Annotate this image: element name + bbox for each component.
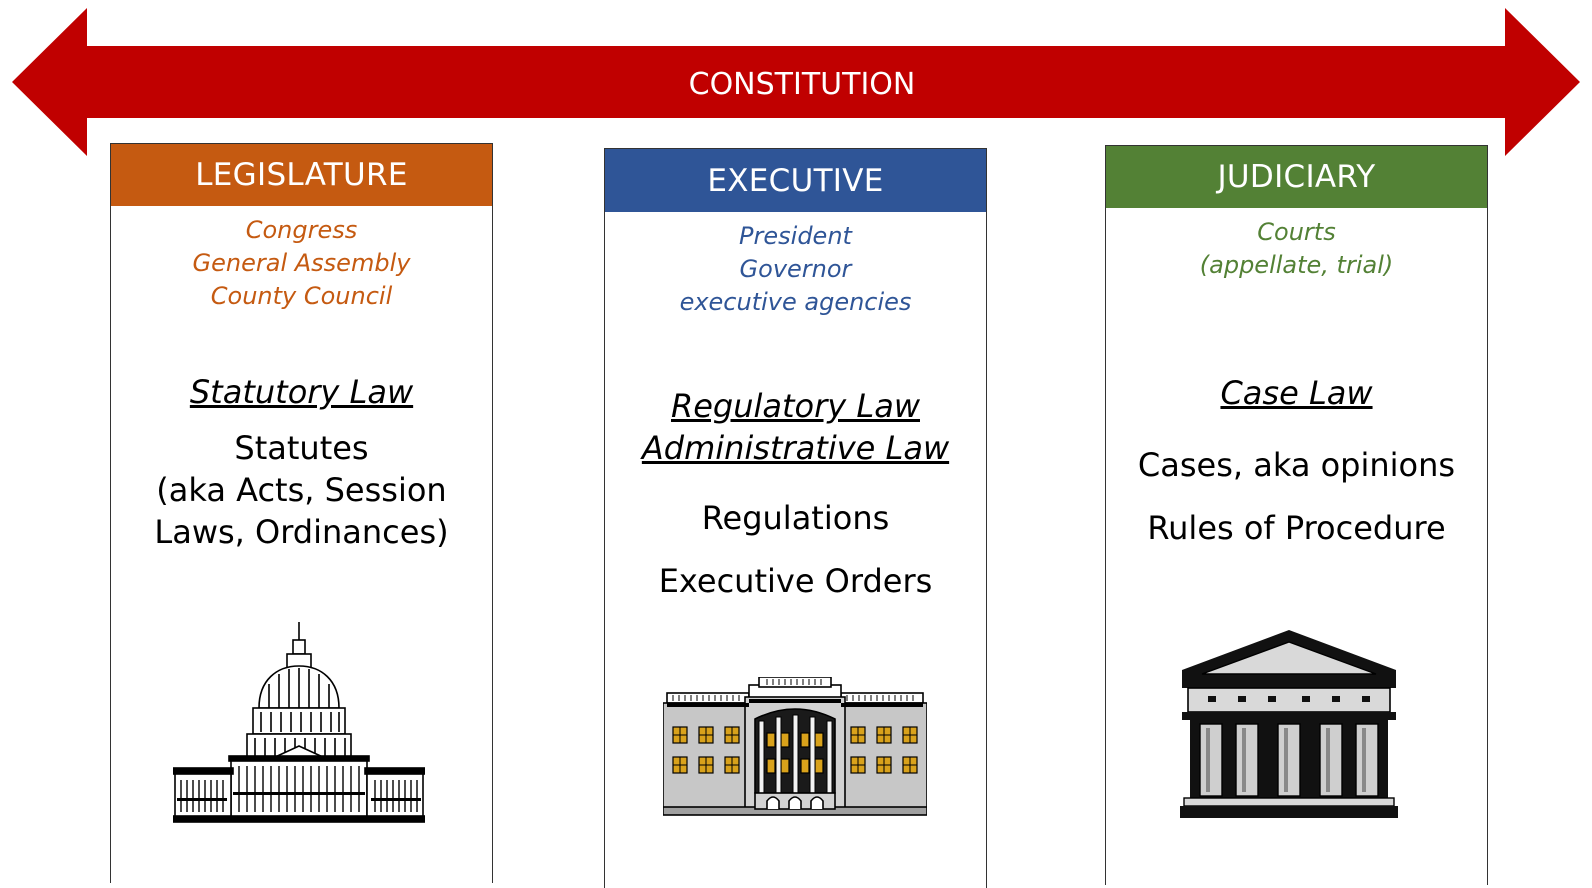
executive-body: executive agencies — [679, 288, 912, 316]
constitution-label: CONSTITUTION — [689, 67, 916, 102]
legislature-body: Congress — [245, 216, 358, 244]
administrative-law-heading: Administrative Law — [641, 429, 950, 467]
judiciary-column: JUDICIARY Courts (appellate, trial) Case… — [1105, 145, 1488, 885]
judiciary-source: Cases, aka opinions — [1137, 446, 1456, 484]
legislature-sources: Statutes (aka Acts, Session Laws, Ordina… — [111, 427, 492, 553]
executive-header: EXECUTIVE — [605, 149, 986, 212]
executive-bodies: President Governor executive agencies — [605, 220, 986, 319]
double-arrow-shape — [12, 8, 1580, 156]
capitol-building-icon — [173, 622, 425, 823]
case-law-heading: Case Law — [1220, 374, 1373, 412]
statutory-law-heading: Statutory Law — [189, 373, 414, 411]
executive-column: EXECUTIVE President Governor executive a… — [604, 148, 987, 888]
executive-body: President — [739, 222, 852, 250]
legislature-source: Statutes — [234, 429, 369, 467]
judiciary-body: Courts — [1257, 218, 1336, 246]
legislature-body: County Council — [210, 282, 393, 310]
executive-title: EXECUTIVE — [707, 162, 884, 199]
executive-source: Executive Orders — [658, 562, 933, 600]
white-house-icon — [663, 677, 927, 816]
legislature-title: LEGISLATURE — [195, 157, 408, 193]
legislature-bodies: Congress General Assembly County Council — [111, 214, 492, 313]
executive-source: Regulations — [701, 499, 890, 537]
legislature-header: LEGISLATURE — [111, 144, 492, 206]
legislature-body: General Assembly — [192, 249, 411, 277]
judiciary-title: JUDICIARY — [1217, 159, 1376, 195]
regulatory-law-heading: Regulatory Law — [670, 387, 920, 425]
judiciary-bodies: Courts (appellate, trial) — [1106, 216, 1487, 282]
judiciary-source: Rules of Procedure — [1147, 509, 1446, 547]
executive-sources: Regulations Executive Orders — [605, 487, 986, 613]
judiciary-body: (appellate, trial) — [1199, 251, 1394, 279]
legislature-column: LEGISLATURE Congress General Assembly Co… — [110, 143, 493, 883]
executive-body: Governor — [739, 255, 852, 283]
courthouse-icon — [1180, 630, 1398, 818]
judiciary-header: JUDICIARY — [1106, 146, 1487, 208]
legislature-source: Laws, Ordinances) — [154, 513, 449, 551]
legislature-source: (aka Acts, Session — [156, 471, 447, 509]
judiciary-sources: Cases, aka opinions Rules of Procedure — [1106, 434, 1487, 560]
